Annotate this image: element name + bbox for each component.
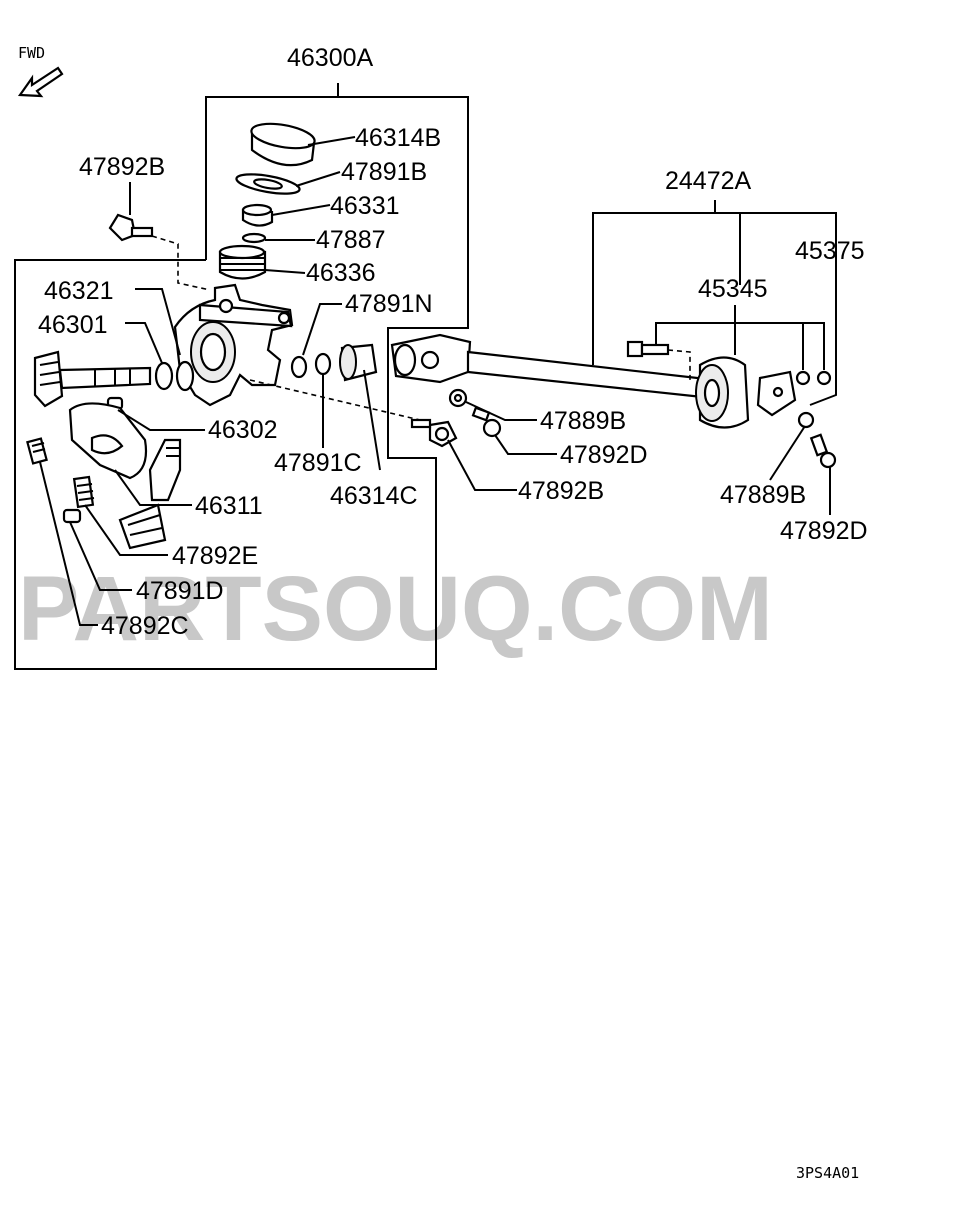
part-46311-gear-shaft bbox=[118, 438, 182, 550]
part-47892c-bolt bbox=[26, 437, 48, 465]
assembly-46300a-outline bbox=[14, 83, 469, 670]
label-47892b-middle: 47892B bbox=[518, 477, 604, 505]
part-46314b-cap bbox=[250, 122, 316, 167]
part-46314c-boot bbox=[339, 343, 378, 382]
label-47892c: 47892C bbox=[101, 612, 189, 640]
part-47887-ring bbox=[241, 232, 267, 244]
part-47891d bbox=[62, 508, 82, 524]
part-46301-ring bbox=[154, 360, 195, 392]
label-47889b-middle: 47889B bbox=[540, 407, 626, 435]
label-45375: 45375 bbox=[795, 237, 865, 265]
label-46300a: 46300A bbox=[287, 44, 374, 72]
label-47892b-top: 47892B bbox=[79, 153, 165, 181]
part-47891n-ring bbox=[290, 355, 308, 379]
drawing-code: 3PS4A01 bbox=[796, 1164, 859, 1182]
part-47892d-bolt-middle bbox=[471, 406, 502, 438]
label-47891d: 47891D bbox=[136, 577, 224, 605]
bracket-45345 bbox=[655, 305, 825, 370]
label-46321: 46321 bbox=[44, 277, 114, 305]
part-47892b-bolt-middle bbox=[410, 418, 458, 448]
label-47892d-middle: 47892D bbox=[560, 441, 648, 469]
part-46321-gearbox-housing bbox=[173, 283, 294, 407]
label-46314b: 46314B bbox=[355, 124, 441, 152]
leader-dashed-cap-screw bbox=[667, 349, 691, 380]
part-47892b-bolt-top bbox=[108, 213, 154, 242]
part-46311-cover-plate bbox=[68, 402, 148, 480]
label-46311: 46311 bbox=[195, 492, 263, 520]
part-47889b-nut-right bbox=[797, 411, 815, 429]
label-46336: 46336 bbox=[306, 259, 376, 287]
label-47891n: 47891N bbox=[345, 290, 433, 318]
part-45345-cap-screw bbox=[626, 340, 670, 358]
label-47891c: 47891C bbox=[274, 449, 362, 477]
label-47889b-right: 47889B bbox=[720, 481, 806, 509]
leader-dashed-axis bbox=[249, 379, 421, 421]
part-47891c-ring bbox=[314, 352, 332, 376]
part-pinion-shaft bbox=[33, 350, 152, 408]
label-46314c: 46314C bbox=[330, 482, 418, 510]
label-46301: 46301 bbox=[38, 311, 108, 339]
label-47887: 47887 bbox=[316, 226, 386, 254]
part-47892e-bolt bbox=[72, 475, 95, 509]
assembly-24472a-bracket bbox=[592, 200, 837, 406]
part-46331 bbox=[241, 203, 274, 227]
part-46336-threaded-nut bbox=[218, 244, 267, 280]
part-45345-coupling bbox=[695, 356, 797, 429]
leader-lines bbox=[39, 136, 831, 626]
fwd-label: FWD bbox=[18, 44, 45, 62]
label-47892d-right: 47892D bbox=[780, 517, 868, 545]
part-47892d-bolt-right bbox=[809, 433, 837, 469]
label-47892e: 47892E bbox=[172, 542, 258, 570]
part-47891b-washer bbox=[235, 173, 301, 195]
watermark-text: PARTSOUQ.COM bbox=[18, 558, 773, 660]
part-47889b-nut-middle bbox=[448, 388, 468, 408]
label-46331: 46331 bbox=[330, 192, 400, 220]
label-45345: 45345 bbox=[698, 275, 768, 303]
fwd-arrow-icon bbox=[17, 66, 64, 98]
part-45375-nuts bbox=[795, 370, 832, 386]
leader-dashed-47892b-top bbox=[151, 235, 211, 291]
label-47891b: 47891B bbox=[341, 158, 427, 186]
label-46302: 46302 bbox=[208, 416, 278, 444]
label-24472a: 24472A bbox=[665, 167, 752, 195]
part-intermediate-shaft bbox=[390, 333, 717, 400]
